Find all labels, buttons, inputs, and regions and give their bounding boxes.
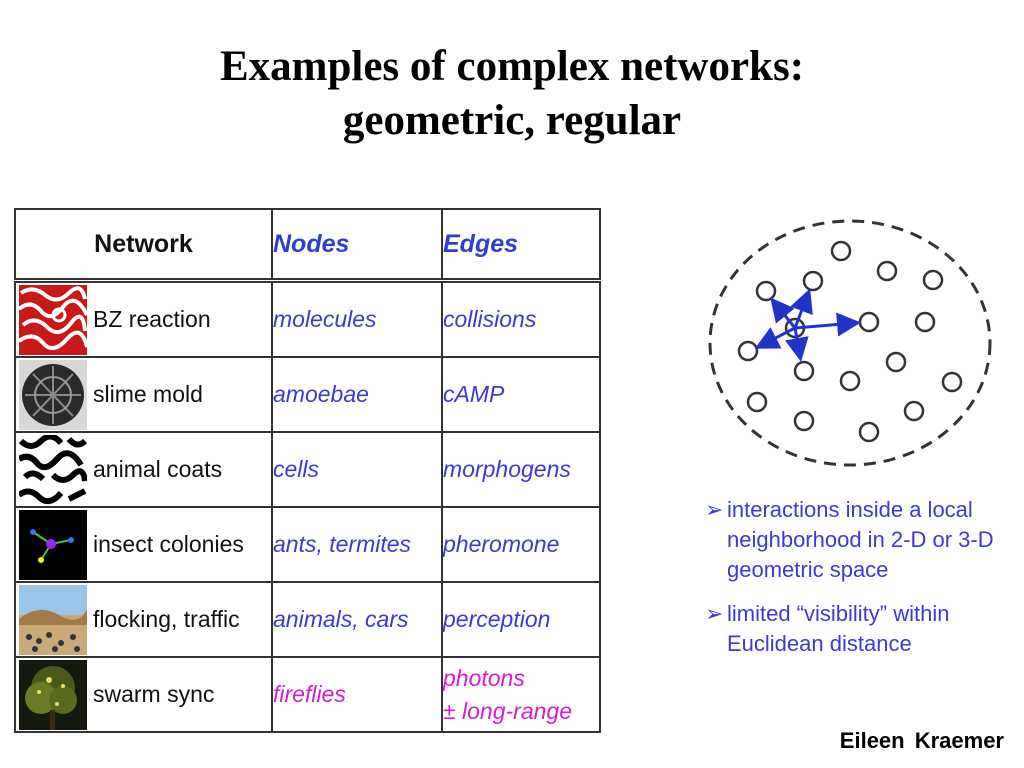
edges-cell: perception xyxy=(441,581,601,658)
edges-cell: photons ± long-range xyxy=(441,656,601,733)
header-edges: Edges xyxy=(441,208,601,283)
animal-coats-thumbnail xyxy=(19,434,87,505)
slide-title: Examples of complex networks: geometric,… xyxy=(0,40,1024,148)
flocking-thumbnail xyxy=(19,584,87,655)
slime-mold-thumbnail xyxy=(19,359,87,430)
edges-cell: cAMP xyxy=(441,356,601,433)
swarm-sync-thumbnail xyxy=(19,659,87,730)
table-row: animal coats cells morphogens xyxy=(14,431,601,508)
header-network: Network xyxy=(14,208,273,283)
edges-cell: collisions xyxy=(441,279,601,358)
note-item: ➢ limited “visibility” within Euclidean … xyxy=(705,599,1005,659)
author-name: Eileen Kraemer xyxy=(839,728,1004,753)
network-label: flocking, traffic xyxy=(93,606,240,632)
edges-cell: morphogens xyxy=(441,431,601,508)
nodes-cell: molecules xyxy=(271,279,443,358)
network-nodes xyxy=(737,240,963,443)
table-row: BZ reaction molecules collisions xyxy=(14,279,601,358)
table-row: slime mold amoebae cAMP xyxy=(14,356,601,433)
title-line-1: Examples of complex networks: xyxy=(219,43,805,90)
table-row: flocking, traffic animals, cars percepti… xyxy=(14,581,601,658)
edges-cell: pheromone xyxy=(441,506,601,583)
network-label: slime mold xyxy=(93,381,203,407)
edges-line-1: photons xyxy=(443,664,525,691)
geometric-network-diagram xyxy=(700,210,1000,480)
note-text: limited “visibility” within Euclidean di… xyxy=(727,601,950,656)
table-row: swarm sync fireflies photons ± long-rang… xyxy=(14,656,601,733)
network-label: BZ reaction xyxy=(93,306,211,332)
note-item: ➢ interactions inside a local neighborho… xyxy=(705,495,1005,585)
notes-list: ➢ interactions inside a local neighborho… xyxy=(705,495,1005,673)
bz-reaction-thumbnail xyxy=(19,284,87,355)
bullet-arrow-icon: ➢ xyxy=(705,497,724,522)
table-header-row: Network Nodes Edges xyxy=(14,208,601,283)
nodes-cell: ants, termites xyxy=(271,506,443,583)
network-label: animal coats xyxy=(93,456,223,482)
nodes-cell: cells xyxy=(271,431,443,508)
neighborhood-boundary xyxy=(708,219,992,467)
networks-table: Network Nodes Edges BZ reaction molecule… xyxy=(14,208,601,733)
table-row: insect colonies ants, termites pheromone xyxy=(14,506,601,583)
interaction-arrows xyxy=(754,288,861,362)
bullet-arrow-icon: ➢ xyxy=(705,601,724,626)
insect-colonies-thumbnail xyxy=(19,509,87,580)
title-line-2: geometric, regular xyxy=(342,97,682,144)
note-text: interactions inside a local neighborhood… xyxy=(727,497,994,582)
edges-line-2: ± long-range xyxy=(443,697,572,724)
network-label: insect colonies xyxy=(93,531,244,557)
network-label: swarm sync xyxy=(93,681,215,707)
nodes-cell: fireflies xyxy=(271,656,443,733)
header-nodes: Nodes xyxy=(271,208,443,283)
nodes-cell: amoebae xyxy=(271,356,443,433)
nodes-cell: animals, cars xyxy=(271,581,443,658)
